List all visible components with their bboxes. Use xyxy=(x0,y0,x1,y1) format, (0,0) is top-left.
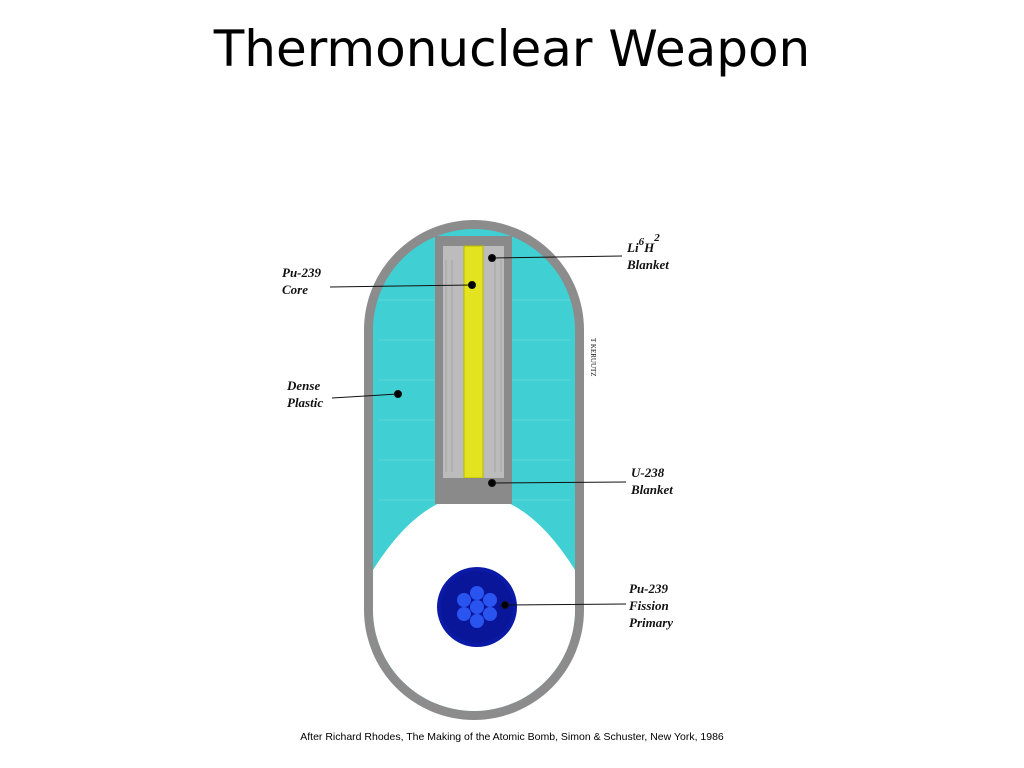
label-lih: Li6H2 xyxy=(626,232,660,255)
label-pu-core-line1: Pu-239 xyxy=(282,265,322,280)
lih-sup-2: 2 xyxy=(653,232,660,244)
label-dense-plastic-line1: Dense xyxy=(286,378,320,393)
lih-base-li: Li xyxy=(626,240,639,255)
primary-lenses xyxy=(457,586,497,628)
label-pu-core-line2: Core xyxy=(282,282,308,297)
blanket-texture xyxy=(445,260,502,472)
pu-core-rod xyxy=(463,245,484,479)
u238-blanket-plug xyxy=(440,478,507,502)
label-primary-line3: Primary xyxy=(629,615,673,630)
source-caption: After Richard Rhodes, The Making of the … xyxy=(300,731,724,743)
lih-sup-6: 6 xyxy=(639,236,645,248)
leader-lines xyxy=(329,254,627,609)
label-primary-line1: Pu-239 xyxy=(629,581,669,596)
label-u238-line2: Blanket xyxy=(630,482,673,497)
label-dense-plastic-line2: Plastic xyxy=(287,395,323,410)
side-mark-text: T KERUUTZ xyxy=(589,338,597,377)
slide-title: Thermonuclear Weapon xyxy=(213,20,811,78)
label-u238-line1: U-238 xyxy=(631,465,665,480)
label-lih-line2: Blanket xyxy=(626,257,669,272)
label-primary-line2: Fission xyxy=(628,598,669,613)
lih-base-h: H xyxy=(643,240,655,255)
